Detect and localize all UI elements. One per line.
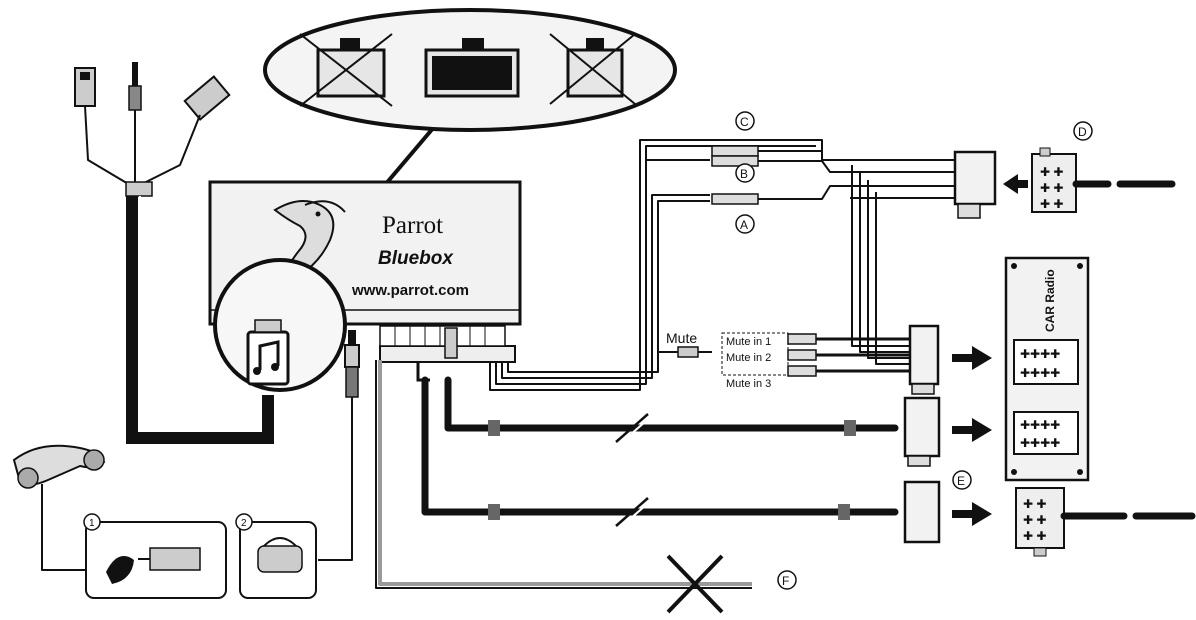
radio-connector-upper (908, 324, 940, 395)
model-name: Bluebox (378, 248, 454, 269)
arrow-left-icon (1003, 174, 1028, 194)
svg-text:✚ ✚: ✚ ✚ (1040, 165, 1063, 179)
bluebox-connector-strip (379, 325, 516, 363)
svg-text:✚✚✚✚: ✚✚✚✚ (1020, 366, 1060, 380)
svg-text:✚✚✚✚: ✚✚✚✚ (1020, 418, 1060, 432)
vehicle-plug-d: ✚ ✚ ✚ ✚ ✚ ✚ (1031, 147, 1077, 213)
music-note-icon (253, 340, 280, 375)
label-e: E (957, 474, 965, 488)
svg-text:✚ ✚: ✚ ✚ (1023, 529, 1046, 543)
radio-connector-middle (903, 396, 941, 467)
website-url: www.parrot.com (351, 282, 469, 299)
vehicle-connector-top (953, 150, 997, 219)
arrow-right-icon (952, 346, 992, 370)
mute-in-3-label: Mute in 3 (726, 378, 771, 390)
socket-crossed-right (549, 33, 636, 105)
svg-text:✚✚✚✚: ✚✚✚✚ (1020, 347, 1060, 361)
rca-plug-b (711, 155, 759, 167)
svg-text:✚ ✚: ✚ ✚ (1023, 497, 1046, 511)
usb-plug (74, 67, 96, 107)
step-1-label: 1 (89, 518, 95, 529)
steering-remote (12, 444, 106, 489)
vehicle-plug-e: ✚ ✚ ✚ ✚ ✚ ✚ (1015, 487, 1065, 557)
label-a: A (740, 218, 748, 232)
car-radio-title: CAR Radio (1043, 269, 1057, 332)
arrow-right-icon (952, 418, 992, 442)
svg-text:✚ ✚: ✚ ✚ (1040, 197, 1063, 211)
arrow-right-icon (952, 502, 992, 526)
rca-plug-a (711, 193, 759, 205)
mute-cable: Mute Mute in 1 Mute in 2 Mute in 3 (658, 330, 910, 390)
socket-crossed-left (299, 33, 393, 107)
label-f: F (782, 574, 789, 588)
mute-label: Mute (666, 330, 697, 346)
brand-name: Parrot (382, 212, 443, 239)
jack-plug (128, 62, 142, 111)
connector-magnifier (263, 8, 677, 287)
step-1-panel: 1 (83, 513, 227, 599)
svg-text:✚✚✚✚: ✚✚✚✚ (1020, 436, 1060, 450)
mic-jack (344, 330, 360, 398)
svg-text:✚ ✚: ✚ ✚ (1040, 181, 1063, 195)
ipod-plug (183, 75, 231, 121)
socket-active (424, 38, 520, 98)
mute-in-1-label: Mute in 1 (726, 336, 771, 348)
mute-in-2-label: Mute in 2 (726, 352, 771, 364)
car-radio-panel: CAR Radio ✚✚✚✚ ✚✚✚✚ ✚✚✚✚ ✚✚✚✚ (1004, 256, 1090, 482)
step-2-panel: 2 (235, 513, 317, 599)
not-used-cross-icon (666, 554, 724, 614)
label-c: C (740, 115, 749, 129)
label-b: B (740, 167, 748, 181)
svg-text:✚ ✚: ✚ ✚ (1023, 513, 1046, 527)
step-2-label: 2 (241, 518, 247, 529)
usb-port-magnifier (213, 258, 347, 392)
rca-plug-c (711, 145, 822, 157)
radio-connector-lower (903, 480, 941, 544)
label-d: D (1078, 125, 1087, 139)
